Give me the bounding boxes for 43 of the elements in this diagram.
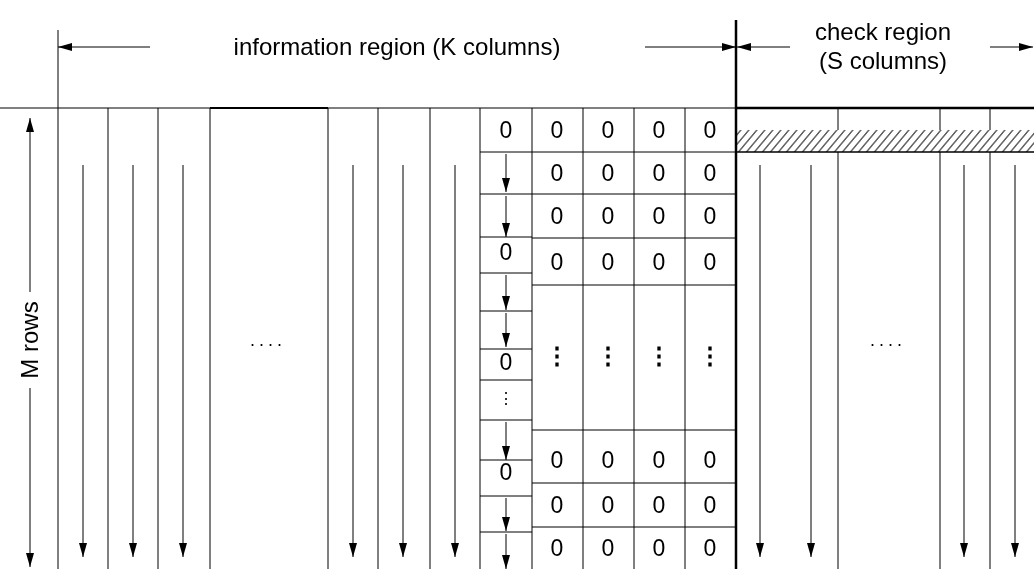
ellipsis: ⋮ <box>698 344 722 368</box>
matrix-entry: 0 <box>550 493 564 517</box>
ellipsis: .... <box>250 331 286 349</box>
matrix-entry: 0 <box>550 161 564 185</box>
matrix-entry: 0 <box>652 250 666 274</box>
matrix-entry: 0 <box>550 448 564 472</box>
matrix-entry: 0 <box>499 118 513 142</box>
matrix-entry: 0 <box>652 536 666 560</box>
matrix-entry: 0 <box>652 118 666 142</box>
dimension-label: M rows <box>18 301 42 379</box>
matrix-entry: 0 <box>703 536 717 560</box>
matrix-entry: 0 <box>652 448 666 472</box>
matrix-entry: 0 <box>703 118 717 142</box>
ellipsis: ⋮ <box>545 344 569 368</box>
matrix-entry: 0 <box>652 493 666 517</box>
matrix-entry: 0 <box>550 118 564 142</box>
matrix-entry: 0 <box>601 161 615 185</box>
matrix-entry: 0 <box>652 204 666 228</box>
ellipsis: ⋮ <box>647 344 671 368</box>
matrix-entry: 0 <box>703 448 717 472</box>
matrix-entry: 0 <box>550 250 564 274</box>
matrix-entry: 0 <box>499 350 513 374</box>
matrix-entry: 0 <box>601 536 615 560</box>
matrix-entry: 0 <box>652 161 666 185</box>
matrix-entry: 0 <box>601 118 615 142</box>
hatched-band <box>737 130 1034 152</box>
dimension-label: information region (K columns) <box>233 35 561 59</box>
matrix-entry: 0 <box>499 460 513 484</box>
ellipsis: ⋮ <box>596 344 620 368</box>
matrix-entry: 0 <box>601 250 615 274</box>
matrix-entry: 0 <box>499 240 513 264</box>
matrix-entry: 0 <box>601 204 615 228</box>
matrix-entry: 0 <box>703 161 717 185</box>
matrix-entry: 0 <box>601 448 615 472</box>
matrix-entry: 0 <box>703 493 717 517</box>
ellipsis: .... <box>870 331 906 349</box>
matrix-entry: 0 <box>703 250 717 274</box>
matrix-entry: 0 <box>550 536 564 560</box>
ellipsis: ⋮ <box>498 391 514 407</box>
dimension-label: check region (S columns) <box>813 18 953 76</box>
matrix-entry: 0 <box>601 493 615 517</box>
matrix-entry: 0 <box>550 204 564 228</box>
matrix-entry: 0 <box>703 204 717 228</box>
